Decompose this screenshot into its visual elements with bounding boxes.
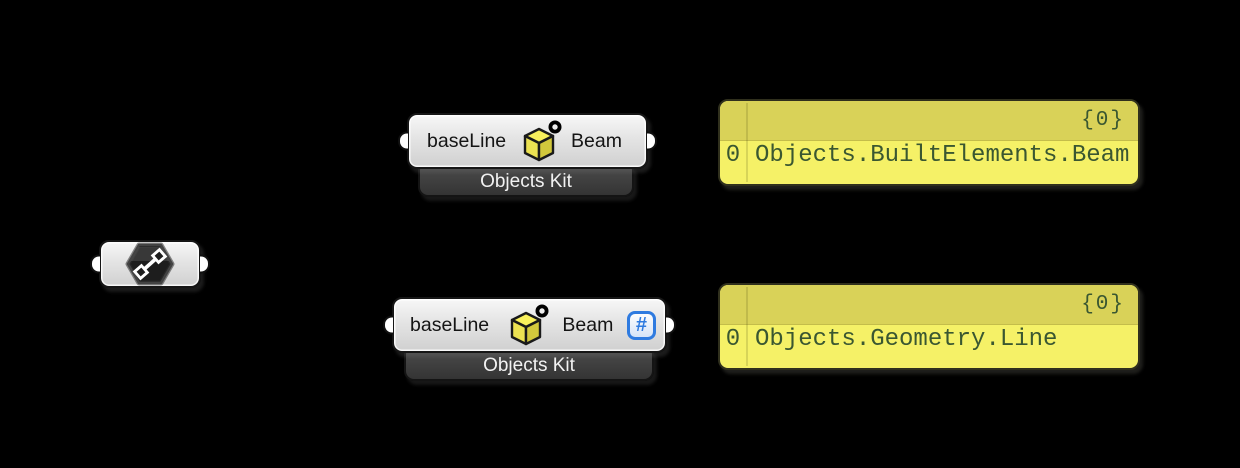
panel-output-grip[interactable] <box>1139 133 1140 152</box>
schema-version-badge-icon <box>535 304 549 318</box>
number-badge-icon[interactable]: # <box>626 310 656 340</box>
objects-kit-banner: Objects Kit <box>418 165 634 197</box>
row-value: Objects.Geometry.Line <box>755 326 1058 353</box>
row-index: 0 <box>725 142 741 169</box>
beam-capsule[interactable]: baseLine Beam # <box>383 297 676 353</box>
beam-schema-component-top[interactable]: Objects Kit baseLine Beam <box>398 113 657 199</box>
beam-input-grip[interactable] <box>398 131 408 151</box>
data-panel-beam[interactable]: {0} 0 Objects.BuiltElements.Beam <box>718 99 1140 186</box>
row-index: 0 <box>725 326 741 353</box>
beam-schema-component-bottom[interactable]: Objects Kit baseLine Beam # <box>383 297 676 383</box>
panel-output-grip[interactable] <box>1139 317 1140 336</box>
panel-row: 0 Objects.Geometry.Line <box>720 325 1138 355</box>
kit-label: Objects Kit <box>483 355 575 376</box>
beam-capsule[interactable]: baseLine Beam <box>398 113 657 169</box>
speckle-schema-cube-icon <box>523 120 562 162</box>
line-parameter-capsule[interactable] <box>90 240 210 288</box>
speckle-schema-cube-icon <box>510 304 549 346</box>
line-segment-icon <box>125 242 175 286</box>
panel-tree-path: {0} <box>720 101 1138 141</box>
beam-output-grip[interactable] <box>666 315 676 335</box>
panel-row: 0 Objects.BuiltElements.Beam <box>720 141 1138 171</box>
panel-tree-path: {0} <box>720 285 1138 325</box>
row-value: Objects.BuiltElements.Beam <box>755 142 1130 169</box>
kit-label: Objects Kit <box>480 171 572 192</box>
panel-index-divider <box>746 103 748 182</box>
data-panel-line[interactable]: {0} 0 Objects.Geometry.Line <box>718 283 1140 370</box>
objects-kit-banner: Objects Kit <box>404 349 654 381</box>
panel-index-divider <box>746 287 748 366</box>
output-param-label: Beam <box>562 313 614 336</box>
input-param-label: baseLine <box>410 313 490 336</box>
output-param-label: Beam <box>571 129 622 152</box>
panel-input-grip[interactable] <box>718 317 719 336</box>
line-parameter-output-grip[interactable] <box>200 254 210 274</box>
panel-input-grip[interactable] <box>718 133 719 152</box>
input-param-label: baseLine <box>427 129 507 152</box>
beam-input-grip[interactable] <box>383 315 393 335</box>
line-parameter-component[interactable] <box>90 240 210 288</box>
beam-output-grip[interactable] <box>647 131 657 151</box>
schema-version-badge-icon <box>548 120 562 134</box>
line-parameter-input-grip[interactable] <box>90 254 100 274</box>
